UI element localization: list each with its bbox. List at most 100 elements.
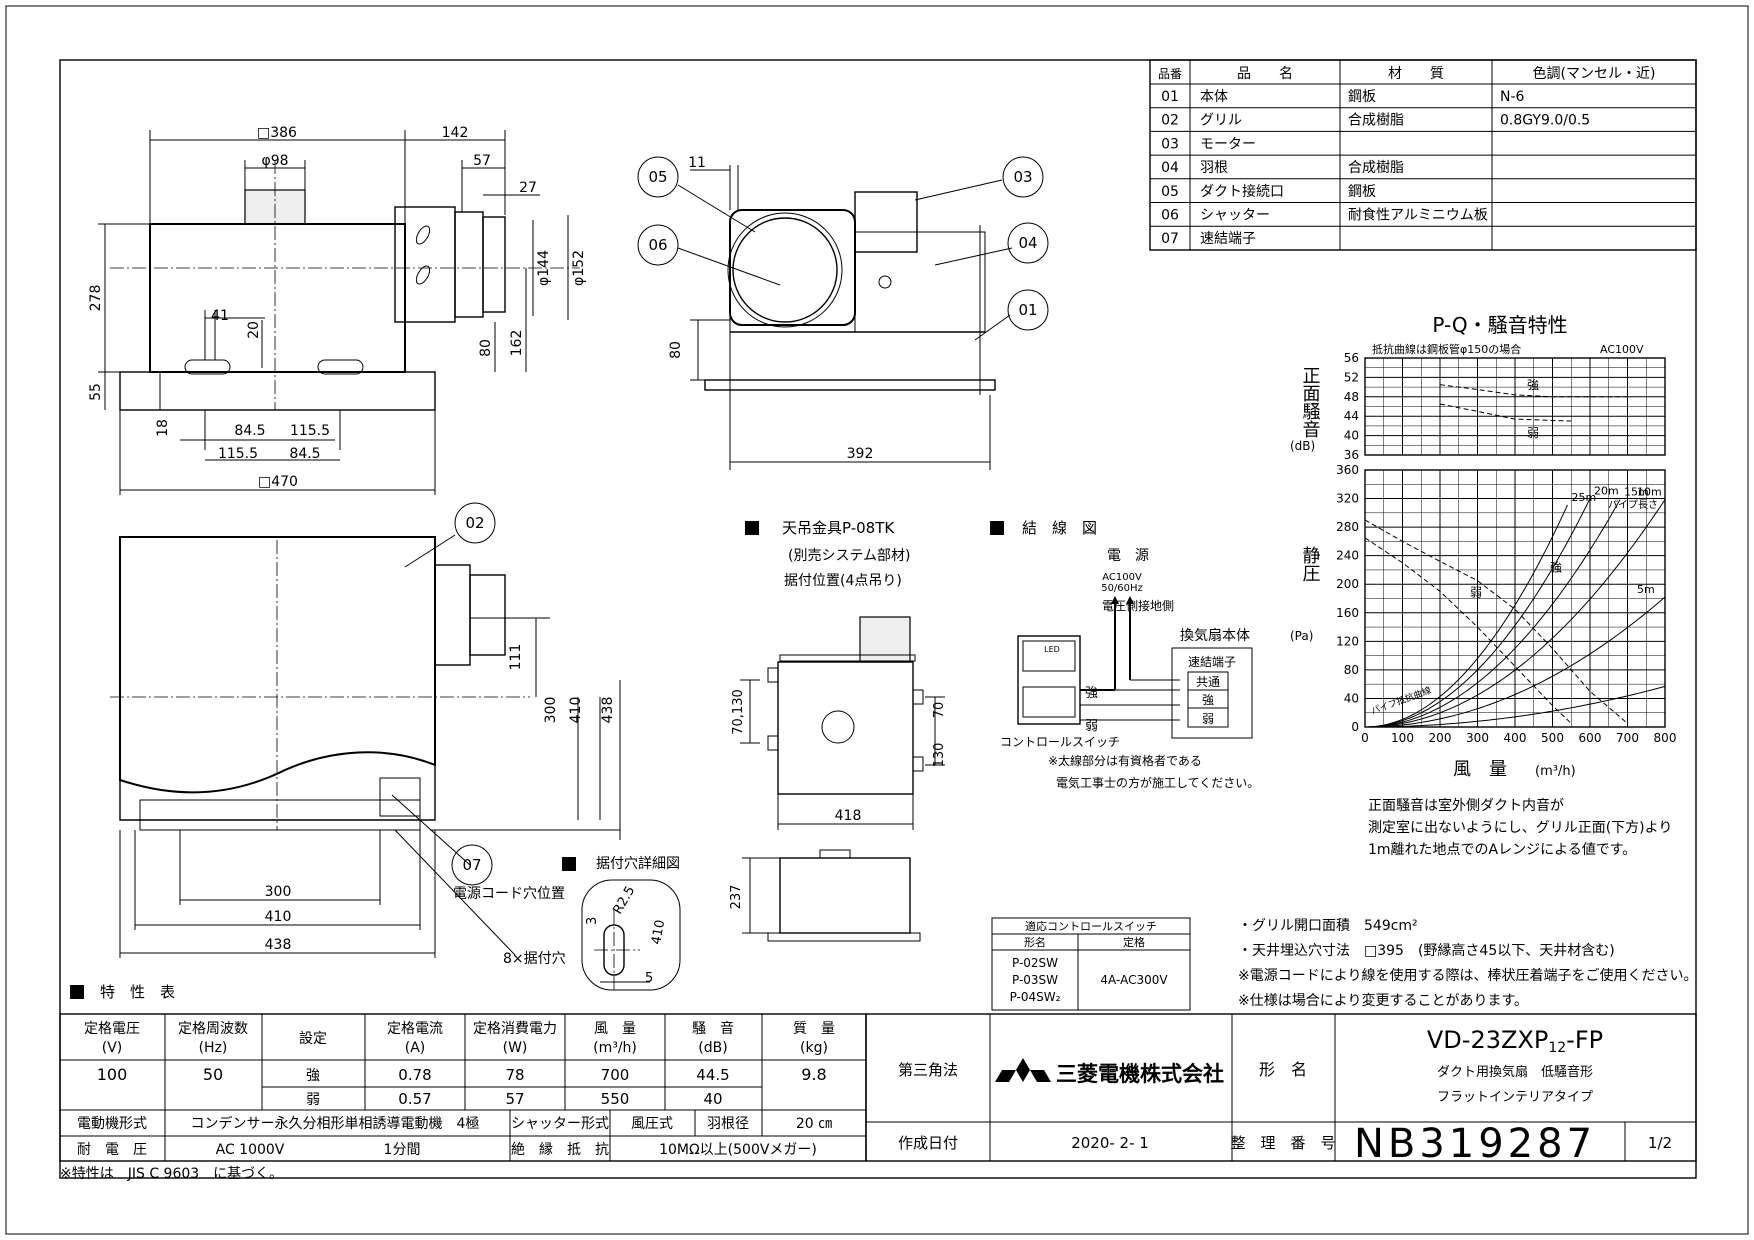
dim-237: 237 [729,885,744,910]
spec-title: 特 性 表 [100,983,175,1001]
dim-438-v: 438 [600,697,616,724]
dim-300-h: 300 [265,884,292,900]
spec-frequency: 50 [203,1065,223,1084]
wiring-power: 電 源 [1107,548,1149,564]
part-name: 速結端子 [1200,231,1256,247]
pq-xtick: 700 [1616,731,1639,745]
noise-note: 抵抗曲線は鋼板管φ150の場合 [1372,342,1521,356]
dim-470: □470 [258,474,298,490]
noise-ytick: 56 [1344,351,1359,365]
pq-xtick: 600 [1579,731,1602,745]
spec-voltage: 100 [97,1065,128,1084]
note-2: ・天井埋込穴寸法 □395 (野縁高さ45以下、天井材含む) [1238,942,1615,959]
callout-04: 04 [1018,234,1037,252]
callout-02: 02 [465,514,484,532]
switch-model-3: P-04SW₂ [1010,990,1061,1004]
part-number: 02 [1161,113,1179,129]
switch-table-title: 適応コントロールスイッチ [1025,919,1157,933]
dim-300-v: 300 [543,697,559,724]
noise-yunit: (dB) [1290,439,1315,453]
dim-27: 27 [519,180,537,196]
mitsubishi-logo-icon [995,1058,1051,1082]
inner-border [59,59,1697,1179]
wiring-fan-body: 換気扇本体 [1180,628,1250,644]
dim-r2-5: R2.5 [610,884,638,917]
part-number: 06 [1161,208,1179,224]
callout-01: 01 [1018,301,1037,319]
hanger-position: 据付位置(4点吊り) [784,573,902,589]
spec-power: 57 [505,1090,524,1108]
front-elevation-view: □386 142 φ98 57 27 278 φ144 φ152 80 162 … [88,125,587,495]
spec-airflow: 700 [601,1066,630,1084]
callout-06: 06 [648,236,667,254]
pq-xtick: 500 [1541,731,1564,745]
pq-xunit: (m³/h) [1535,764,1576,779]
pq-ytick: 40 [1344,691,1359,705]
noise-ytick: 48 [1344,390,1359,404]
model-label: 形 名 [1259,1060,1307,1079]
pq-ytick: 280 [1336,520,1359,534]
spec-setting: 強 [306,1068,320,1084]
dim-392: 392 [847,446,874,462]
chart-note-2: 測定室に出ないようにし、グリル正面(下方)より [1368,819,1672,836]
part-name: ダクト接続口 [1200,183,1284,200]
dim-55: 55 [88,383,104,401]
spec-table: 特 性 表 ※特性は JIS C 9603 に基づく。 50 100 9.8 定… [59,983,867,1182]
blade-diameter: 20 ㎝ [796,1116,832,1132]
resistance-curve [1364,498,1591,728]
switch-table-h-rating: 定格 [1123,935,1145,949]
noise-series-line [1439,403,1572,422]
spec-current: 0.57 [398,1090,431,1108]
parts-header-name: 品 名 [1237,66,1293,82]
dim-18: 18 [155,419,171,437]
page-number: 1/2 [1648,1134,1672,1152]
spec-header-unit: (A) [405,1040,426,1056]
wiring-diagram: 結 線 図 電 源 AC100V 50/60Hz 電圧側 接地側 LED 強 弱… [990,519,1259,790]
note-3: ※電源コードにより線を使用する際は、棒状圧着端子をご使用ください。 [1238,967,1697,984]
insulation-label: 絶 縁 抵 抗 [511,1142,609,1158]
blade-label: 羽根径 [707,1116,749,1132]
dim-111: 111 [508,644,524,671]
withstand-time: 1分間 [384,1142,421,1158]
parts-header-color: 色調(マンセル・近) [1533,65,1656,82]
pq-plot-area [1364,469,1666,728]
chart-note-1: 正面騒音は室外側ダクト内音が [1368,797,1564,814]
spec-header: 質 量 [793,1021,835,1037]
pipe-length-label: パイプ長さ [1608,499,1658,511]
dim-84-5-a: 84.5 [234,423,265,439]
hole-detail: 据付穴詳細図 3 R2.5 410 5 [562,856,681,991]
noise-voltage: AC100V [1600,343,1644,356]
terminal-common: 共通 [1196,675,1220,689]
dim-70-130: 70,130 [731,689,746,735]
shutter-type: 風圧式 [631,1116,673,1132]
spec-header: 風 量 [594,1021,636,1037]
dim-11: 11 [688,155,706,171]
part-callouts: 05 06 03 04 01 02 07 [451,156,1049,886]
noise-ytick: 52 [1344,370,1359,384]
wiring-volt2: 50/60Hz [1101,583,1143,594]
resistance-curve-label: 20m [1594,485,1619,498]
part-material: 合成樹脂 [1348,113,1404,129]
note-4: ※仕様は場合により変更することがあります。 [1238,992,1528,1009]
switch-model-2: P-03SW [1012,973,1058,987]
switch-model-1: P-02SW [1012,956,1058,970]
pq-xtick: 200 [1429,731,1452,745]
spec-mass: 9.8 [801,1065,826,1084]
pq-ytick: 200 [1336,577,1359,591]
mounting-holes-label: 8×据付穴 [503,951,566,967]
dim-98: φ98 [261,153,288,169]
part-number: 04 [1161,160,1179,176]
pq-series-label: 弱 [1470,585,1482,599]
spec-header: 定格消費電力 [473,1021,557,1037]
pq-series-label: 強 [1550,560,1562,574]
pq-series-line [1364,519,1628,724]
wiring-terminal: 速結端子 [1188,655,1236,669]
resistance-curve [1364,499,1666,728]
part-name: グリル [1200,113,1242,129]
part-color: 0.8GY9.0/0.5 [1500,113,1590,129]
wiring-note-2: 電気工事士の方が施工してください。 [1056,775,1259,790]
product-description-1: ダクト用換気扇 低騒音形 [1437,1064,1593,1080]
spec-header-unit: (V) [102,1040,123,1056]
resistance-curve [1364,504,1568,728]
part-material: 鋼板 [1348,184,1376,200]
